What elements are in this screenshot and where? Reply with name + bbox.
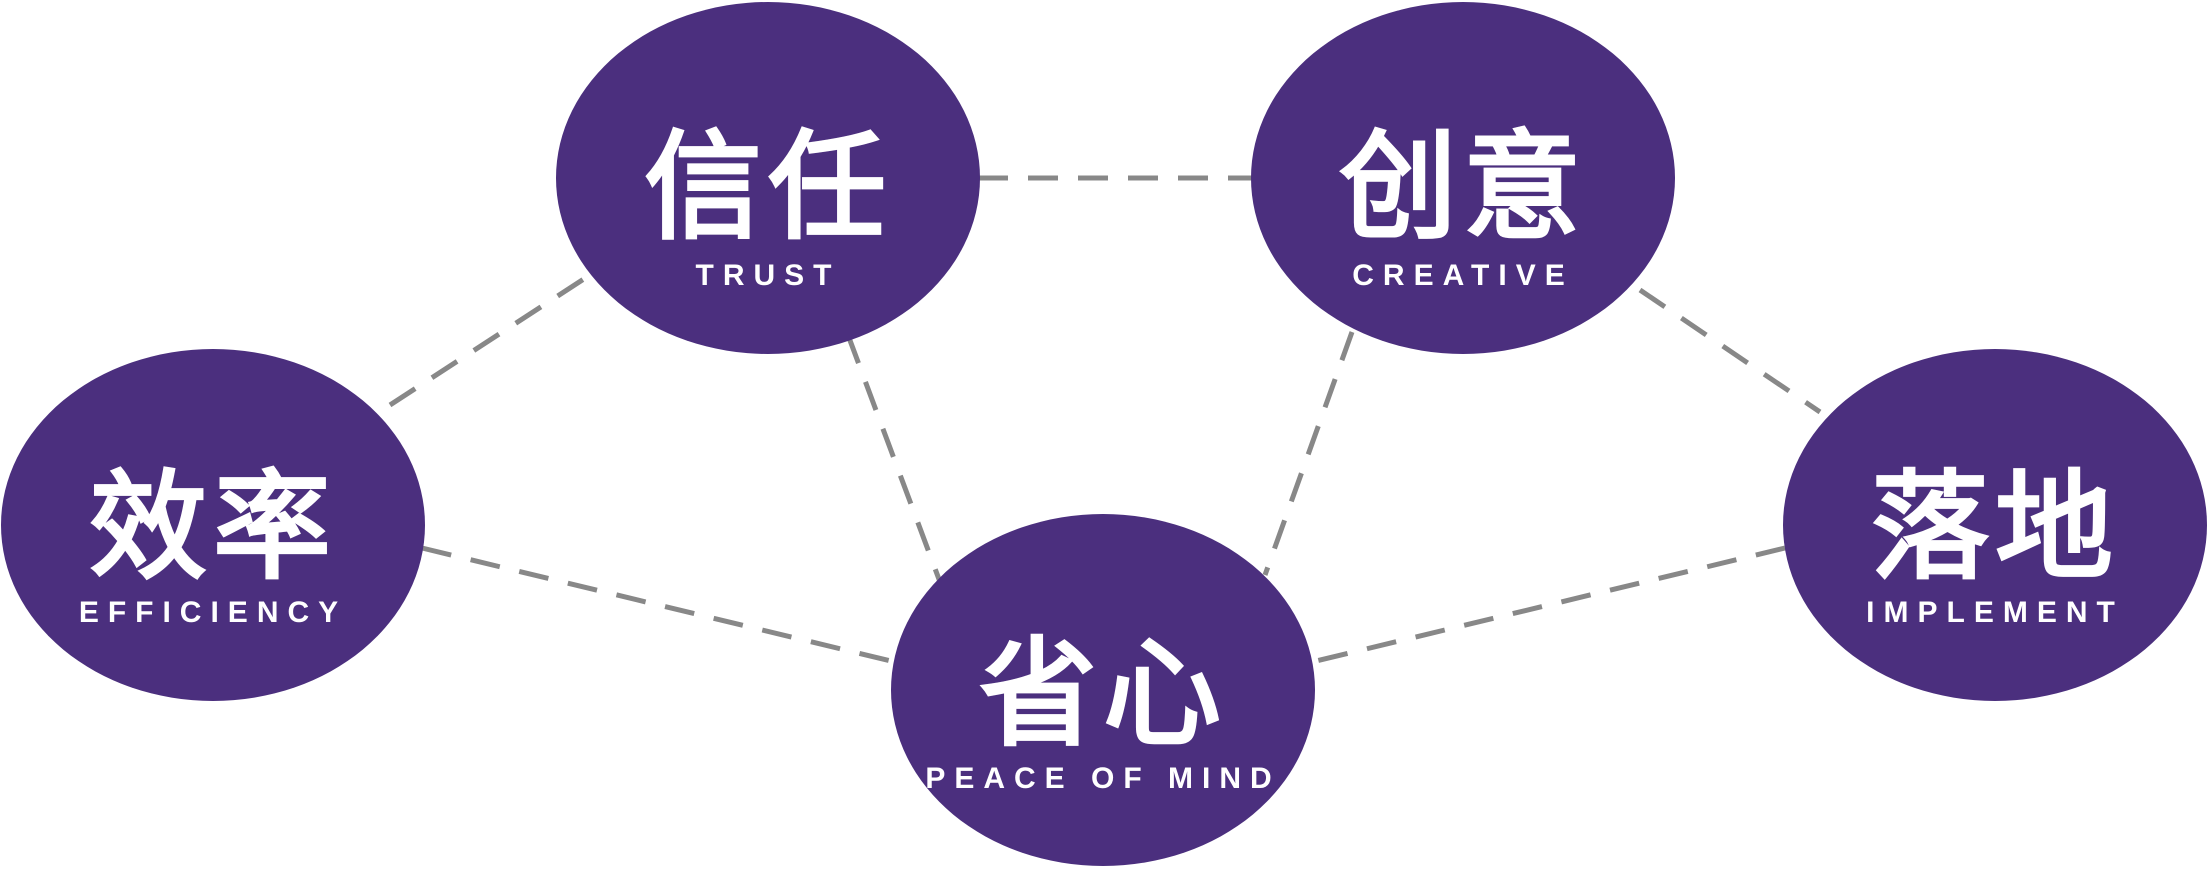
- connector-trust-peace: [845, 334, 943, 583]
- connector-creative-peace: [1262, 331, 1355, 576]
- node-creative-ellipse: [1251, 2, 1675, 354]
- connectors: [388, 175, 1822, 665]
- node-creative: 创意 CREATIVE: [1251, 2, 1675, 354]
- node-trust-label-en: TRUST: [696, 259, 841, 292]
- node-peace-of-mind-label-cn: 省心: [979, 625, 1227, 763]
- node-implement-label-en: IMPLEMENT: [1866, 596, 2124, 629]
- node-implement-label-cn: 落地: [1871, 458, 2119, 596]
- connector-creative-implement: [1638, 287, 1822, 415]
- node-efficiency: 效率 EFFICIENCY: [1, 349, 425, 701]
- node-trust-ellipse: [556, 2, 980, 354]
- node-trust: 信任 TRUST: [556, 2, 980, 354]
- node-creative-label-cn: 创意: [1339, 118, 1587, 256]
- node-implement: 落地 IMPLEMENT: [1783, 349, 2207, 701]
- node-peace-of-mind-label-en: PEACE OF MIND: [925, 762, 1280, 795]
- node-implement-ellipse: [1783, 349, 2207, 701]
- connector-efficiency-peace: [421, 545, 896, 665]
- node-efficiency-label-en: EFFICIENCY: [79, 596, 347, 629]
- node-trust-label-cn: 信任: [644, 118, 892, 256]
- node-peace-of-mind: 省心 PEACE OF MIND: [891, 514, 1315, 866]
- connector-efficiency-trust: [388, 272, 592, 408]
- connector-implement-peace: [1311, 545, 1786, 665]
- node-creative-label-en: CREATIVE: [1352, 259, 1573, 292]
- node-peace-of-mind-ellipse: [891, 514, 1315, 866]
- node-efficiency-ellipse: [1, 349, 425, 701]
- node-efficiency-label-cn: 效率: [89, 458, 337, 596]
